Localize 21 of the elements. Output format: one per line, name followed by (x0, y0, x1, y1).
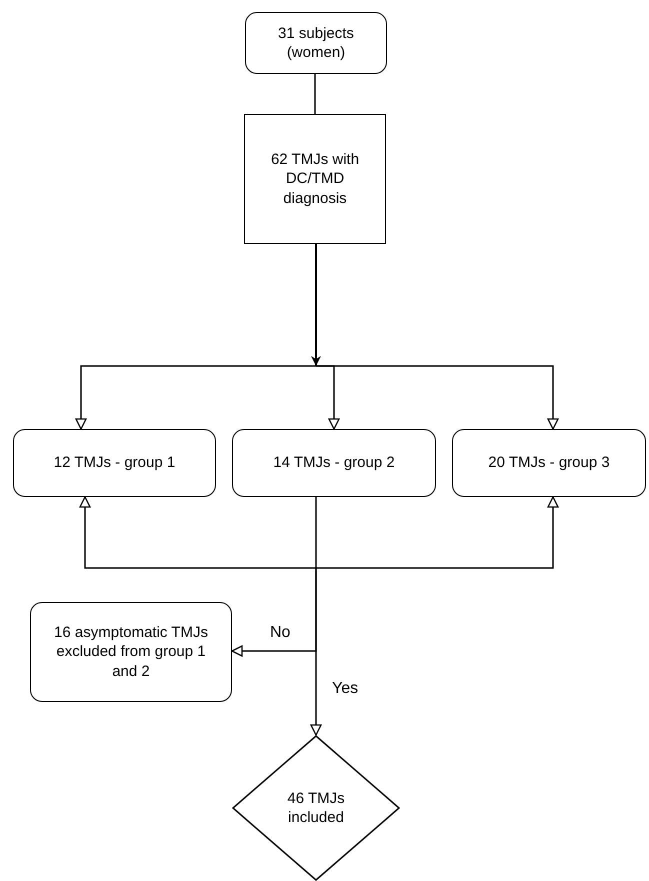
rounded-process-box (452, 429, 646, 497)
rounded-process-box (245, 12, 387, 74)
rounded-process-box (13, 429, 216, 497)
node-text: 31 subjects (women) (277, 24, 355, 62)
node-text: 62 TMJs with DC/TMD diagnosis (270, 150, 360, 208)
node-text: 20 TMJs - group 3 (488, 453, 610, 473)
rounded-process-box (232, 429, 436, 497)
arrow (79, 496, 316, 569)
decision-diamond (232, 735, 400, 881)
connector-trunk (311, 244, 321, 366)
node-text: 14 TMJs - group 2 (273, 453, 395, 473)
arrow (316, 365, 559, 430)
node-text: 12 TMJs - group 1 (54, 453, 176, 473)
rounded-process-box (30, 602, 232, 702)
arrow (316, 496, 559, 569)
arrow (75, 365, 316, 430)
node-text: 46 TMJs included (286, 788, 346, 828)
connector-trunk (315, 497, 317, 568)
process-box (244, 114, 386, 244)
arrow (310, 568, 322, 736)
node-text: 16 asymptomatic TMJs excluded from group 1 and 2 (53, 622, 209, 682)
